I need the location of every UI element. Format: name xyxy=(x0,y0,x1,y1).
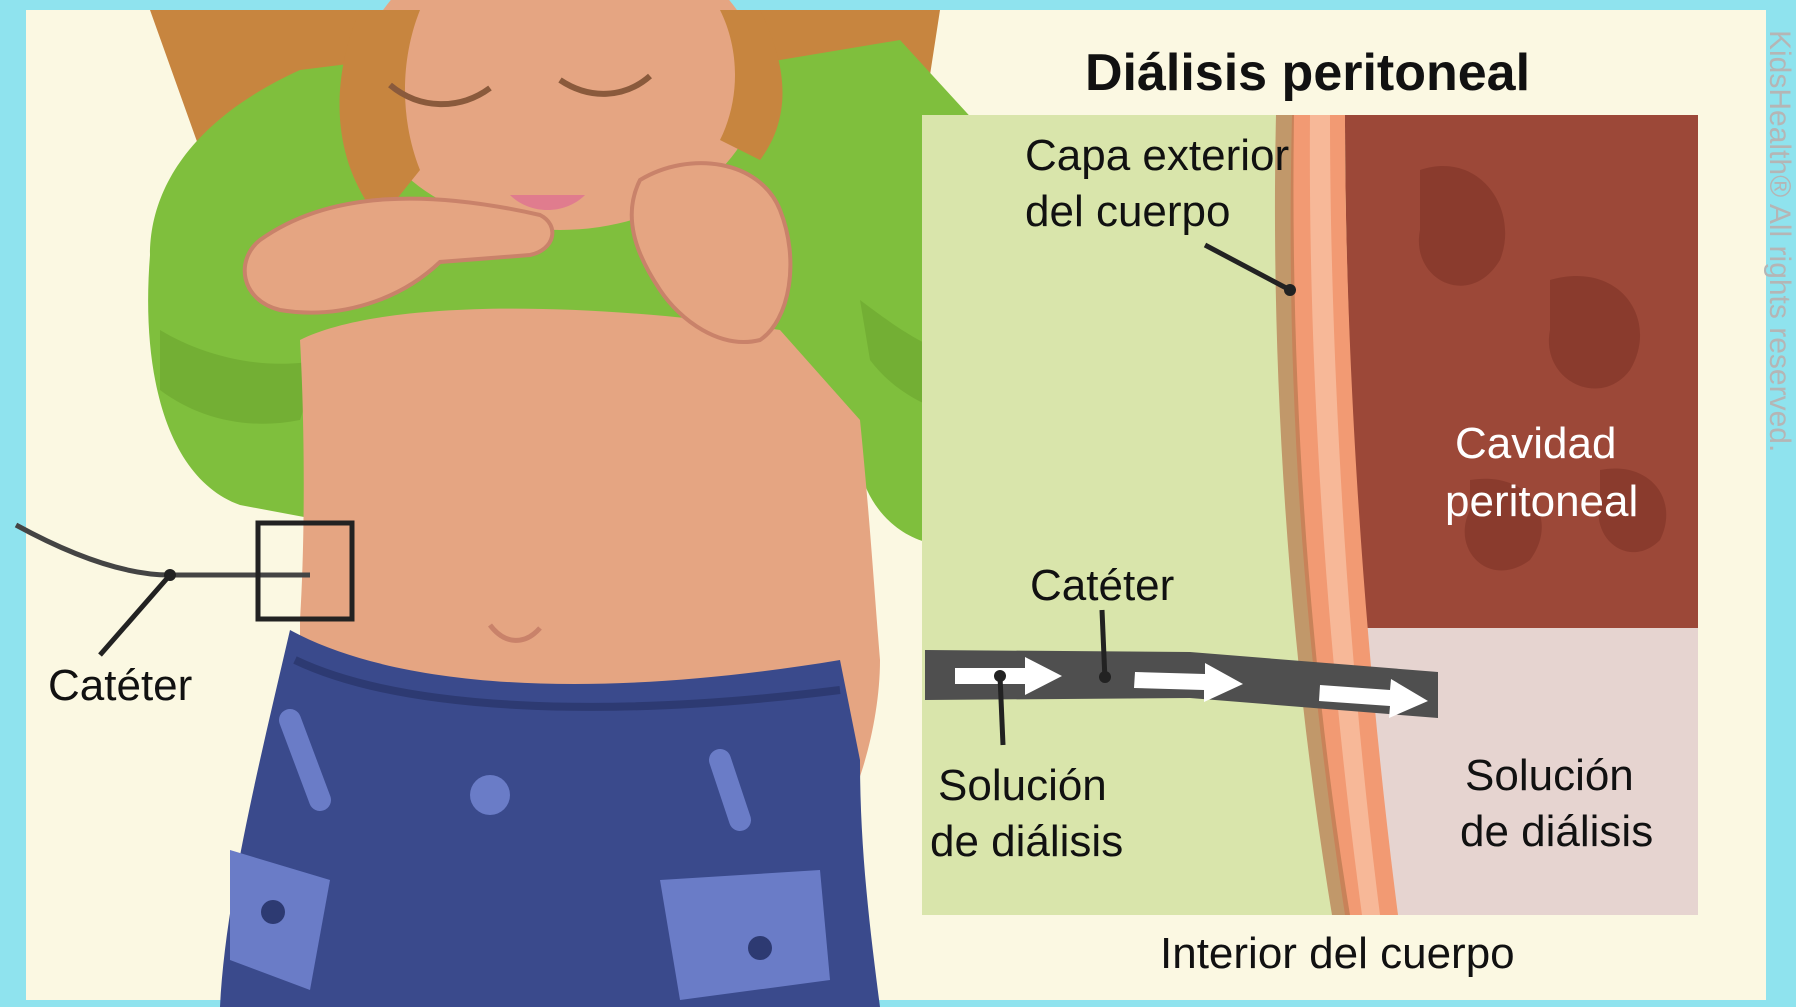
solution-left-label-2: de diálisis xyxy=(930,817,1123,866)
arrow-icon xyxy=(955,657,1428,718)
copyright-text: KidsHealth® All rights reserved. xyxy=(1763,30,1796,452)
detail-panel xyxy=(922,115,1698,915)
solution-region xyxy=(1365,628,1698,915)
page-title: Diálisis peritoneal xyxy=(1085,44,1530,102)
solution-pointer xyxy=(997,675,1006,746)
solution-right-label-1: Solución xyxy=(1465,751,1634,800)
detail-box xyxy=(255,520,355,622)
solution-left-label-1: Solución xyxy=(938,761,1107,810)
catheter-label: Catéter xyxy=(48,661,192,710)
catheter-tube xyxy=(14,520,355,657)
outer-layer-label-2: del cuerpo xyxy=(1025,187,1230,236)
catheter-detail-label: Catéter xyxy=(1030,561,1174,610)
catheter-pointer xyxy=(1099,609,1108,681)
body-interior-label: Interior del cuerpo xyxy=(1160,929,1515,978)
outer-layer-pointer xyxy=(1203,242,1292,293)
cavity-label-2: peritoneal xyxy=(1445,477,1638,526)
cavity-label-1: Cavidad xyxy=(1455,419,1616,468)
solution-right-label-2: de diálisis xyxy=(1460,807,1653,856)
outer-layer-label-1: Capa exterior xyxy=(1025,131,1289,180)
child-illustration xyxy=(148,0,1125,1007)
